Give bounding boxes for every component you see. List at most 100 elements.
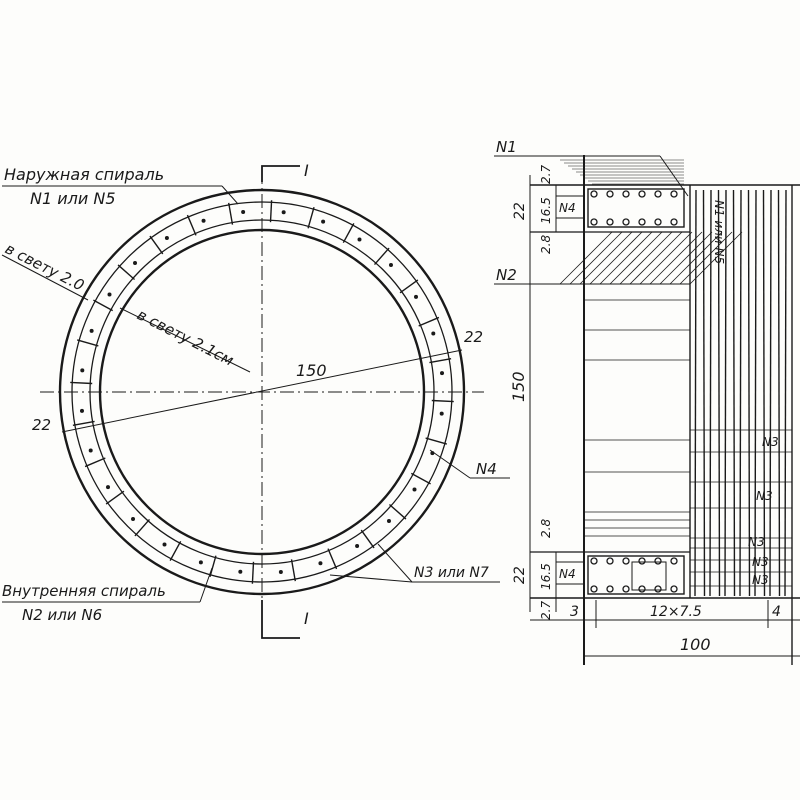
spiral-section-dot (606, 585, 614, 593)
hatch-line (649, 231, 703, 285)
rebar-dot (281, 210, 286, 215)
spiral-section-dot (622, 585, 630, 593)
vertical-bar (702, 189, 706, 597)
vertical-bar (784, 189, 787, 597)
hatch-line (639, 231, 693, 285)
rebar-dot (133, 261, 138, 266)
dim-150-section: 150 (509, 371, 528, 402)
top-spiral-dots (590, 190, 678, 226)
rebar-dot (131, 516, 136, 521)
vertical-bar (762, 189, 766, 597)
n4-plan-leader (429, 449, 471, 479)
n4-plan-label: N4 (476, 460, 497, 478)
radial-tie (70, 381, 93, 385)
spiral-section-dot (590, 218, 598, 226)
n3-n7-leader-a (377, 543, 413, 583)
rebar-dot (238, 569, 243, 574)
section-mark-bottom-label: I (304, 609, 309, 628)
rebar-dot (439, 411, 444, 416)
n2-label: N2 (496, 266, 517, 284)
outer-spiral-label: Наружная спираль (4, 165, 164, 184)
rebar-dot (201, 218, 206, 223)
section-mark-bottom (261, 600, 300, 639)
ring-plan: I I 150 22 22 в свету 2.0 в свету 2.1см … (1, 161, 510, 639)
radial-tie (251, 561, 255, 584)
clear-21-leader (119, 307, 251, 373)
hatch-line (569, 231, 623, 285)
radial-tie (72, 420, 95, 427)
n4-top-tag: N4 (559, 201, 576, 215)
spiral-section-dot (622, 218, 630, 226)
radial-tie (76, 339, 99, 347)
radial-ties (70, 200, 454, 584)
hatch-line (629, 231, 683, 285)
dim-16-5-bottom: 16.5 (539, 563, 553, 590)
dim-100: 100 (680, 635, 711, 654)
spiral-section-dot (606, 557, 614, 565)
inner-spiral-label: Внутренняя спираль (2, 582, 166, 600)
radial-tie (93, 299, 114, 312)
rebar-dot (414, 294, 419, 299)
rebar-dot (431, 331, 436, 336)
spiral-section-dot (606, 218, 614, 226)
hatch-line (589, 231, 643, 285)
n4-top-box (587, 188, 685, 228)
vertical-bar (747, 189, 751, 597)
rebar-dot (162, 542, 167, 547)
radial-tie (209, 555, 217, 578)
dim-2-8-top: 2.8 (539, 235, 553, 254)
n1-n5-vertical: N1 или N5 (712, 200, 726, 264)
radial-tie (290, 559, 297, 582)
diameter-dimension-line (61, 349, 463, 433)
spiral-section-dot (670, 190, 678, 198)
rebar-dot (386, 518, 391, 523)
rebar-dot (412, 487, 417, 492)
spiral-section-dot (654, 557, 662, 565)
n3-label-c: N3 (748, 535, 765, 549)
rebar-dot (88, 448, 93, 453)
n3-label-b: N3 (756, 489, 773, 503)
spiral-section-dot (670, 218, 678, 226)
radial-tie (429, 357, 452, 364)
spiral-section-dot (622, 190, 630, 198)
dim-16-5-top: 16.5 (539, 197, 553, 224)
radial-tie (388, 503, 407, 520)
radial-tie (134, 518, 151, 537)
n3-n7-leader-b (329, 574, 413, 583)
radial-tie (425, 437, 448, 445)
wall-22-left-label: 22 (32, 416, 51, 434)
spiral-section-dot (670, 585, 678, 593)
radial-tie (360, 529, 375, 549)
n3-label-d: N3 (752, 555, 769, 569)
spiral-section-dot (670, 557, 678, 565)
radial-tie (169, 540, 182, 561)
radial-tie (342, 223, 355, 244)
rebar-dot (440, 371, 445, 376)
vertical-bar (709, 189, 712, 597)
rebar-dot (355, 544, 360, 549)
rebar-dot (278, 570, 283, 575)
hatch-line (559, 231, 613, 285)
rebar-dot (79, 408, 84, 413)
hatch-line (679, 231, 733, 285)
dim-2-7-bottom: 2.7 (539, 601, 553, 620)
radial-tie (149, 235, 164, 255)
dim-3: 3 (570, 604, 579, 620)
radial-tie (84, 457, 106, 468)
n4-bottom-inner (631, 561, 667, 591)
spiral-section-dot (590, 190, 598, 198)
n4-bottom-tag: N4 (559, 567, 576, 581)
vertical-bar (754, 189, 757, 597)
vertical-bar (724, 189, 727, 597)
dim-22-bottom: 22 (512, 566, 528, 584)
spiral-section-dot (638, 585, 646, 593)
diameter-label: 150 (296, 361, 327, 380)
inner-spiral-leader (199, 567, 213, 603)
rebar-dot (80, 368, 85, 373)
n4-bottom-box (587, 555, 685, 595)
hatch-line (619, 231, 673, 285)
rebar-dot (198, 560, 203, 565)
radial-tie (186, 214, 197, 236)
radial-tie (307, 206, 315, 229)
clear-20-label: в свету 2.0 (2, 240, 87, 295)
